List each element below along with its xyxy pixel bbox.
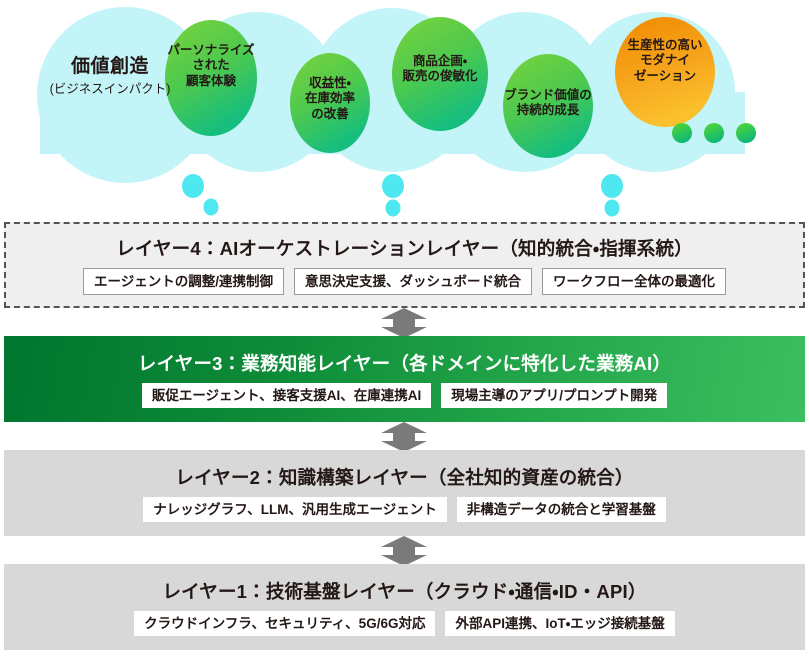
cloud-trail-bubbles [182, 174, 623, 217]
layer-4-title: レイヤー4：AIオーケストレーションレイヤー（知的統合・指揮系統） [116, 237, 693, 259]
bubble-modernization [615, 17, 715, 127]
bubble-brand-growth [503, 54, 593, 158]
connector-arrow-layer2-layer1 [381, 536, 427, 566]
layer-3-chip-1[interactable]: 販促エージェント、接客支援AI、在庫連携AI [141, 382, 432, 409]
layer-panel-3[interactable]: レイヤー3：業務知能レイヤー（各ドメインに特化した業務AI） 販促エージェント、… [4, 336, 805, 422]
layer-2-chip-row: ナレッジグラフ、LLM、汎用生成エージェント 非構造データの統合と学習基盤 [143, 496, 666, 523]
layer-1-chip-row: クラウドインフラ、セキュリティ、5G/6G対応 外部API連携、IoT・エッジ接… [134, 610, 675, 637]
layer-panel-2[interactable]: レイヤー2：知識構築レイヤー（全社知的資産の統合） ナレッジグラフ、LLM、汎用… [4, 450, 805, 536]
accent-dot-1 [672, 123, 692, 143]
layer-3-chip-2[interactable]: 現場主導のアプリ/プロンプト開発 [441, 382, 668, 409]
layer-2-title: レイヤー2：知識構築レイヤー（全社知的資産の統合） [175, 466, 634, 488]
layer-panel-1[interactable]: レイヤー1：技術基盤レイヤー（クラウド・通信・ID・API） クラウドインフラ、… [4, 564, 805, 650]
layer-3-chip-row: 販促エージェント、接客支援AI、在庫連携AI 現場主導のアプリ/プロンプト開発 [141, 382, 668, 409]
layer-2-chip-1[interactable]: ナレッジグラフ、LLM、汎用生成エージェント [143, 496, 447, 523]
accent-dots [672, 123, 756, 143]
layer-2-chip-2[interactable]: 非構造データの統合と学習基盤 [456, 496, 666, 523]
accent-dot-2 [704, 123, 724, 143]
layer-1-title: レイヤー1：技術基盤レイヤー（クラウド・通信・ID・API） [162, 580, 647, 602]
layer-1-chip-1[interactable]: クラウドインフラ、セキュリティ、5G/6G対応 [134, 610, 436, 637]
layer-panel-4[interactable]: レイヤー4：AIオーケストレーションレイヤー（知的統合・指揮系統） エージェント… [4, 222, 805, 308]
layer-4-chip-3[interactable]: ワークフロー全体の最適化 [541, 267, 726, 296]
layer-4-chip-row: エージェントの調整/連携制御 意思決定支援、ダッシュボード統合 ワークフロー全体… [83, 267, 726, 296]
bubble-personalized-cx [165, 20, 257, 136]
connector-arrow-layer3-layer2 [381, 422, 427, 452]
layer-3-title: レイヤー3：業務知能レイヤー（各ドメインに特化した業務AI） [137, 352, 672, 374]
value-creation-cloud: 価値創造 (ビジネスインパクト) パーソナライズ された 顧客体験 収益性・ 在… [0, 0, 809, 220]
connector-arrow-layer4-layer3 [381, 308, 427, 338]
cloud-shapes [37, 7, 756, 217]
layer-1-chip-2[interactable]: 外部API連携、IoT・エッジ接続基盤 [445, 610, 675, 637]
layer-4-chip-1[interactable]: エージェントの調整/連携制御 [83, 267, 284, 296]
layer-4-chip-2[interactable]: 意思決定支援、ダッシュボード統合 [293, 267, 532, 296]
accent-dot-3 [736, 123, 756, 143]
bubble-product-agility [392, 17, 488, 131]
bubble-profit-inventory [290, 53, 370, 153]
